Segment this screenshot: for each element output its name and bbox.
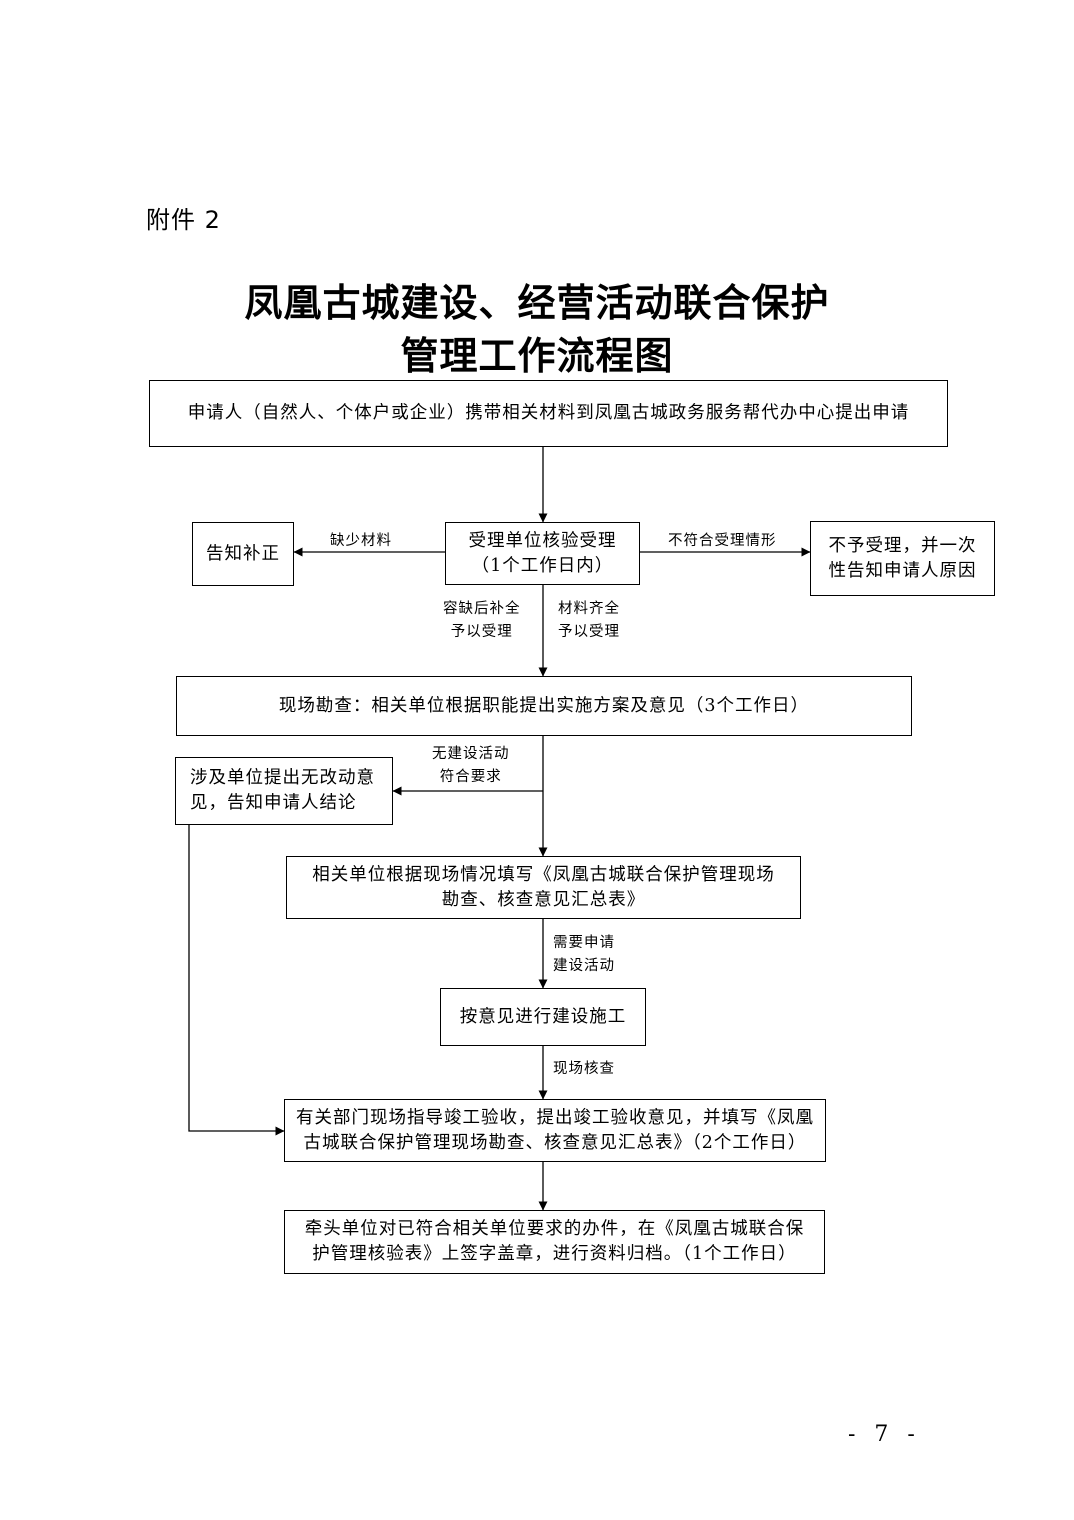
attachment-label: 附件 2 xyxy=(146,206,221,234)
diagram-title-line2: 管理工作流程图 xyxy=(400,333,674,378)
edge-label-no-construction: 无建设活动 符合要求 xyxy=(432,746,510,785)
node-accept: 受理单位核验受理 （1个工作日内） xyxy=(445,522,640,585)
node-notify-fix: 告知补正 xyxy=(192,522,294,586)
node-no-change-line1: 涉及单位提出无改动意 xyxy=(190,768,375,788)
node-fill-form-line2: 勘查、核查意见汇总表》 xyxy=(441,889,646,910)
edge-label-accept-after-fix: 容缺后补全 予以受理 xyxy=(443,601,521,640)
node-archive-line2: 护管理核验表》上签字盖章，进行资料归档。（1个工作日） xyxy=(312,1244,797,1264)
node-fill-form-line1: 相关单位根据现场情况填写《凤凰古城联合保护管理现场 xyxy=(312,864,775,885)
node-fill-form: 相关单位根据现场情况填写《凤凰古城联合保护管理现场 勘查、核查意见汇总表》 xyxy=(286,856,801,919)
node-construct: 按意见进行建设施工 xyxy=(440,988,646,1046)
edge-no-change-to-completion xyxy=(188,825,285,1136)
node-construct-text: 按意见进行建设施工 xyxy=(459,1006,627,1027)
node-accept-line1: 受理单位核验受理 xyxy=(468,530,617,551)
node-no-change: 涉及单位提出无改动意 见，告知申请人结论 xyxy=(175,757,393,825)
node-archive: 牵头单位对已符合相关单位要求的办件，在《凤凰古城联合保 护管理核验表》上签字盖章… xyxy=(284,1210,825,1274)
node-apply-text: 申请人（自然人、个体户或企业）携带相关材料到凤凰古城政务服务帮代办中心提出申请 xyxy=(187,403,910,423)
edge-label-site-check: 现场核查 xyxy=(553,1061,615,1077)
node-apply: 申请人（自然人、个体户或企业）携带相关材料到凤凰古城政务服务帮代办中心提出申请 xyxy=(149,380,948,447)
node-notify-fix-text: 告知补正 xyxy=(206,543,280,564)
node-accept-line2: （1个工作日内） xyxy=(471,555,614,576)
node-survey: 现场勘查：相关单位根据职能提出实施方案及意见（3个工作日） xyxy=(176,676,912,736)
edge-label-not-eligible: 不符合受理情形 xyxy=(668,533,777,549)
node-reject: 不予受理，并一次 性告知申请人原因 xyxy=(810,521,995,596)
node-no-change-line2: 见，告知申请人结论 xyxy=(190,793,357,813)
node-survey-text: 现场勘查：相关单位根据职能提出实施方案及意见（3个工作日） xyxy=(278,695,810,716)
page-number: - 7 - xyxy=(848,1422,921,1447)
node-completion-line1: 有关部门现场指导竣工验收，提出竣工验收意见，并填写《凤凰 xyxy=(296,1107,814,1128)
edge-label-complete-material: 材料齐全 予以受理 xyxy=(558,601,620,640)
node-completion: 有关部门现场指导竣工验收，提出竣工验收意见，并填写《凤凰 古城联合保护管理现场勘… xyxy=(284,1099,826,1162)
node-reject-line1: 不予受理，并一次 xyxy=(828,535,977,556)
edge-label-missing-material: 缺少材料 xyxy=(330,533,392,549)
node-reject-line2: 性告知申请人原因 xyxy=(828,560,977,581)
node-completion-line2: 古城联合保护管理现场勘查、核查意见汇总表》（2个工作日） xyxy=(303,1132,807,1153)
node-archive-line1: 牵头单位对已符合相关单位要求的办件，在《凤凰古城联合保 xyxy=(304,1219,805,1239)
diagram-title-line1: 凤凰古城建设、经营活动联合保护 xyxy=(244,280,830,325)
edge-label-need-apply: 需要申请 建设活动 xyxy=(553,935,615,974)
